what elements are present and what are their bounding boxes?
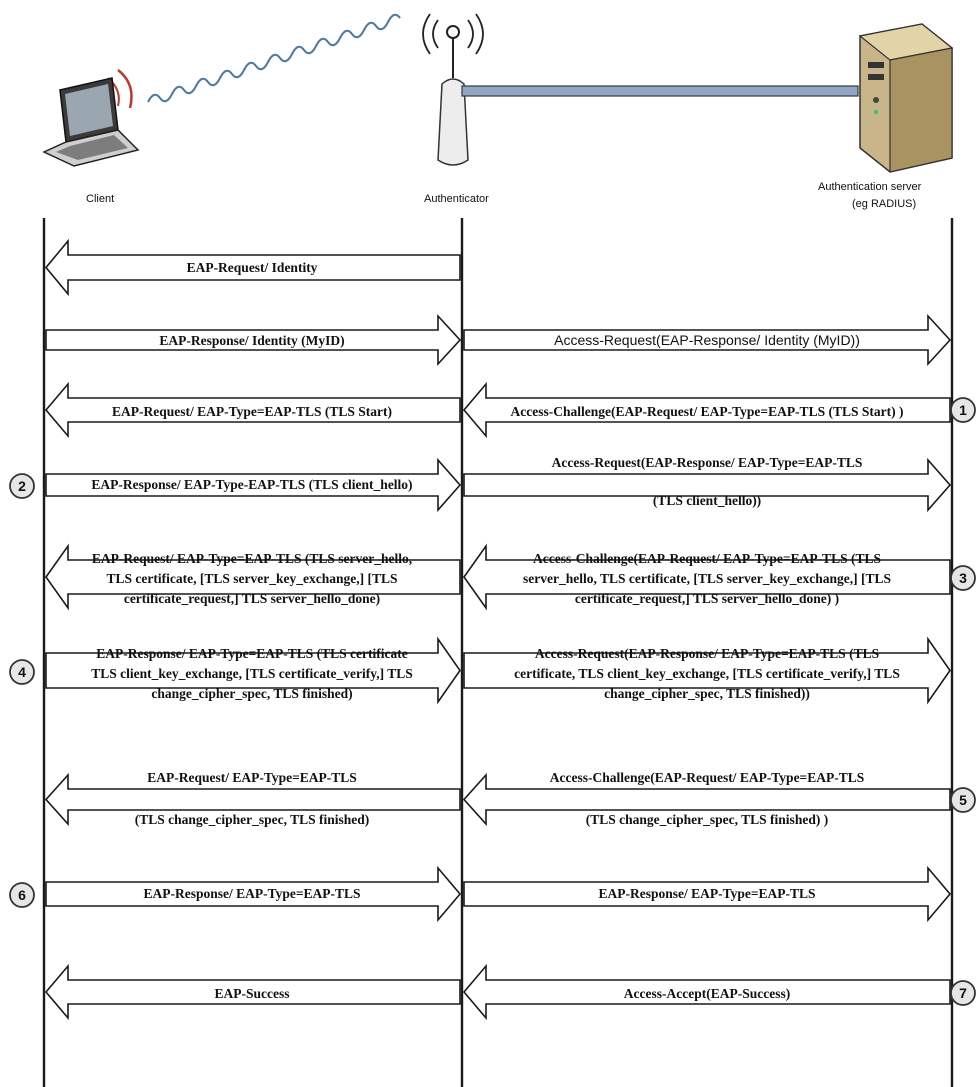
arrow-right-shape	[463, 457, 952, 513]
step-number: 5	[959, 792, 967, 808]
arrow-right-shape	[463, 313, 952, 367]
step-circle	[950, 565, 976, 591]
arrow-right-shape	[45, 457, 462, 513]
arrow-left-shape	[462, 381, 951, 439]
message-m16: EAP-Success	[44, 963, 461, 1021]
message-text-line: change_cipher_spec, TLS finished)	[151, 686, 352, 701]
message-m8: EAP-Request/ EAP-Type=EAP-TLS (TLS serve…	[45, 543, 461, 611]
message-m14: EAP-Response/ EAP-Type=EAP-TLS	[45, 865, 462, 923]
arrow-left-shape	[44, 238, 461, 297]
message-text-line: EAP-Response/ EAP-Type-EAP-TLS (TLS clie…	[91, 477, 412, 492]
message-text-line: Access-Challenge(EAP-Request/ EAP-Type=E…	[533, 551, 881, 566]
step-circle	[9, 659, 35, 685]
step-marker-7: 7	[950, 980, 976, 1006]
message-text-line: Access-Request(EAP-Response/ Identity (M…	[554, 332, 860, 348]
arrow-left-shape	[45, 543, 461, 611]
step-number: 7	[959, 985, 967, 1001]
message-text-line: EAP-Response/ Identity (MyID)	[159, 333, 344, 348]
arrow-left-shape	[44, 381, 461, 439]
auth-server-label: Authentication server	[818, 181, 922, 193]
arrow-right-shape	[463, 636, 951, 705]
message-text-line: certificate_request,] TLS server_hello_d…	[124, 591, 380, 606]
server-icon	[858, 23, 954, 173]
message-text-line: EAP-Request/ EAP-Type=EAP-TLS (TLS serve…	[92, 551, 412, 566]
step-number: 2	[18, 478, 26, 494]
step-markers: 1 2 3 4 5 6 7	[9, 397, 976, 1006]
message-text-line: EAP-Response/ EAP-Type=EAP-TLS (TLS cert…	[96, 646, 408, 661]
message-m7: Access-Request(EAP-Response/ EAP-Type=EA…	[463, 455, 952, 513]
message-text-line: EAP-Request/ EAP-Type=EAP-TLS (TLS Start…	[112, 404, 392, 419]
message-text-line: (TLS change_cipher_spec, TLS finished)	[135, 812, 370, 827]
message-text-line: EAP-Request/ EAP-Type=EAP-TLS	[147, 770, 357, 785]
message-text-line: EAP-Response/ EAP-Type=EAP-TLS	[598, 886, 815, 901]
arrow-left-shape	[463, 543, 951, 611]
step-marker-6: 6	[9, 882, 35, 908]
message-text-line: Access-Accept(EAP-Success)	[624, 986, 790, 1001]
message-text-line: Access-Challenge(EAP-Request/ EAP-Type=E…	[550, 770, 865, 785]
step-marker-3: 3	[950, 565, 976, 591]
access-point-icon	[422, 13, 484, 166]
message-m12: EAP-Request/ EAP-Type=EAP-TLS (TLS change…	[44, 770, 461, 827]
auth-server-sublabel: (eg RADIUS)	[852, 198, 916, 210]
message-m2: EAP-Response/ Identity (MyID)	[45, 313, 462, 367]
step-number: 4	[18, 664, 26, 680]
arrow-right-shape	[45, 865, 462, 923]
wired-link	[461, 85, 859, 97]
step-number: 6	[18, 887, 26, 903]
message-m1: EAP-Request/ Identity	[44, 238, 461, 297]
message-text-line: EAP-Response/ EAP-Type=EAP-TLS	[143, 886, 360, 901]
message-m10: EAP-Response/ EAP-Type=EAP-TLS (TLS cert…	[45, 636, 461, 705]
step-marker-1: 1	[950, 397, 976, 423]
step-marker-4: 4	[9, 659, 35, 685]
arrow-right-shape	[45, 313, 462, 367]
message-m9: Access-Challenge(EAP-Request/ EAP-Type=E…	[463, 543, 951, 611]
message-text-line: TLS client_key_exchange, [TLS certificat…	[91, 666, 412, 681]
message-m17: Access-Accept(EAP-Success)	[462, 963, 951, 1021]
message-text-line: EAP-Success	[215, 986, 290, 1001]
message-text-line: Access-Request(EAP-Response/ EAP-Type=EA…	[535, 646, 879, 661]
laptop-icon	[42, 69, 140, 167]
arrow-left-shape	[462, 963, 951, 1021]
message-text-line: TLS certificate, [TLS server_key_exchang…	[107, 571, 398, 586]
step-number: 1	[959, 402, 967, 418]
message-text-line: certificate_request,] TLS server_hello_d…	[575, 591, 839, 606]
arrow-right-shape	[463, 865, 952, 923]
arrow-right-shape	[45, 636, 461, 705]
message-m6: EAP-Response/ EAP-Type-EAP-TLS (TLS clie…	[45, 457, 462, 513]
arrow-left-shape	[44, 963, 461, 1021]
message-text-line: (TLS client_hello))	[653, 493, 761, 508]
step-circle	[950, 397, 976, 423]
message-m4: EAP-Request/ EAP-Type=EAP-TLS (TLS Start…	[44, 381, 461, 439]
message-text-line: certificate, TLS client_key_exchange, [T…	[514, 666, 900, 681]
step-marker-5: 5	[950, 787, 976, 813]
message-m13: Access-Challenge(EAP-Request/ EAP-Type=E…	[462, 770, 951, 827]
message-m3: Access-Request(EAP-Response/ Identity (M…	[463, 313, 952, 367]
message-m11: Access-Request(EAP-Response/ EAP-Type=EA…	[463, 636, 951, 705]
message-text-line: (TLS change_cipher_spec, TLS finished) )	[586, 812, 828, 827]
wireless-signal-icon	[147, 13, 401, 103]
authenticator-label: Authenticator	[424, 193, 489, 205]
step-marker-2: 2	[9, 473, 35, 499]
step-circle	[950, 980, 976, 1006]
step-circle	[9, 882, 35, 908]
message-text-line: Access-Challenge(EAP-Request/ EAP-Type=E…	[511, 404, 904, 419]
message-m15: EAP-Response/ EAP-Type=EAP-TLS	[463, 865, 952, 923]
step-circle	[950, 787, 976, 813]
message-text-line: change_cipher_spec, TLS finished))	[604, 686, 810, 701]
message-text-line: Access-Request(EAP-Response/ EAP-Type=EA…	[552, 455, 863, 470]
message-m5: Access-Challenge(EAP-Request/ EAP-Type=E…	[462, 381, 951, 439]
message-text-line: EAP-Request/ Identity	[187, 260, 318, 275]
arrow-left-shape	[462, 772, 951, 827]
step-circle	[9, 473, 35, 499]
client-label: Client	[86, 193, 114, 205]
arrow-left-shape	[44, 772, 461, 827]
message-text-line: server_hello, TLS certificate, [TLS serv…	[523, 571, 891, 586]
step-number: 3	[959, 570, 967, 586]
